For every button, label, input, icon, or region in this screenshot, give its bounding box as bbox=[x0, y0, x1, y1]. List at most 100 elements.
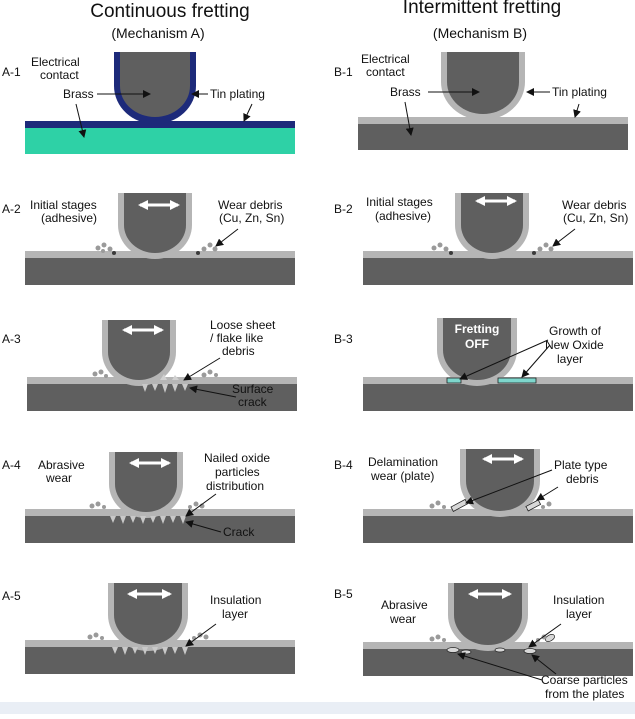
stage-b3: Fretting OFF B-3 Growth of New Oxide lay… bbox=[334, 318, 633, 411]
surface-cracks bbox=[142, 384, 188, 393]
stage-a2: A-2 Initial stages (adhesive) Wear debri… bbox=[2, 193, 295, 285]
plate-type-label: Plate type bbox=[554, 458, 608, 472]
contact-cap bbox=[114, 583, 182, 645]
tin-down-arrow bbox=[573, 103, 581, 118]
contact-cap bbox=[115, 452, 177, 512]
debris-arrow bbox=[215, 228, 239, 247]
crack-label: crack bbox=[238, 395, 268, 409]
brass-down-arrow bbox=[75, 103, 87, 138]
substrate bbox=[25, 646, 295, 674]
crack-label: Crack bbox=[223, 525, 255, 539]
substrate bbox=[25, 257, 295, 285]
off-label: OFF bbox=[465, 337, 489, 351]
left-column-title: Continuous fretting bbox=[90, 1, 250, 22]
substrate bbox=[27, 383, 297, 411]
contact-cap bbox=[447, 52, 519, 114]
layer-label: layer bbox=[566, 607, 592, 621]
substrate bbox=[358, 123, 628, 150]
insulation-label: Insulation bbox=[210, 593, 261, 607]
tin-plating-label: Tin plating bbox=[552, 85, 607, 99]
contact-cap bbox=[124, 193, 186, 253]
stage-id: B-2 bbox=[334, 202, 353, 216]
initial-stages-label: Initial stages bbox=[366, 195, 433, 209]
substrate bbox=[25, 515, 295, 543]
crack-arrow bbox=[185, 520, 222, 533]
contact-cap bbox=[108, 320, 170, 380]
stage-a3: A-3 Loose sheet / flake like debris Surf… bbox=[2, 318, 297, 411]
contact-label: contact bbox=[366, 65, 405, 79]
substrate bbox=[363, 383, 633, 411]
electrical-label: Electrical bbox=[361, 52, 410, 66]
substrate bbox=[363, 515, 633, 543]
stage-b5: B-5 Abrasive wear Insulation layer Coars… bbox=[334, 583, 633, 701]
wear-debris-left bbox=[95, 242, 116, 255]
crack-arrow bbox=[189, 385, 237, 398]
debris-arrow bbox=[552, 228, 576, 247]
fretting-label: Fretting bbox=[455, 322, 500, 336]
left-column-subtitle: (Mechanism A) bbox=[111, 25, 204, 41]
plate-debris-right bbox=[525, 499, 542, 512]
coarse-arrow-right bbox=[531, 654, 557, 675]
stage-id: A-1 bbox=[2, 65, 21, 79]
contact-cap bbox=[466, 449, 534, 511]
stage-id: A-2 bbox=[2, 202, 21, 216]
abrasive-label: Abrasive bbox=[38, 458, 85, 472]
contact-cap bbox=[443, 318, 511, 380]
loose-sheet-arrow bbox=[183, 357, 221, 381]
tin-down-arrow bbox=[243, 103, 253, 122]
elements-label: (Cu, Zn, Sn) bbox=[563, 211, 628, 225]
distribution-label: distribution bbox=[206, 479, 264, 493]
surface-label: Surface bbox=[232, 382, 274, 396]
elements-label: (Cu, Zn, Sn) bbox=[219, 211, 284, 225]
stage-id: A-5 bbox=[2, 589, 21, 603]
stage-id: B-4 bbox=[334, 458, 353, 472]
insulation-arrow bbox=[528, 623, 562, 648]
brass-label: Brass bbox=[390, 85, 421, 99]
coarse-particles bbox=[446, 634, 555, 655]
wear-label: wear bbox=[389, 612, 416, 626]
wear-plate-label: wear (plate) bbox=[370, 469, 434, 483]
plate-arrow-right bbox=[536, 486, 559, 501]
debris-label: debris bbox=[222, 344, 255, 358]
wear-debris-label: Wear debris bbox=[562, 198, 626, 212]
stage-id: A-3 bbox=[2, 332, 21, 346]
coarse-particles-label: Coarse particles bbox=[541, 673, 628, 687]
coarse-arrow-left bbox=[457, 652, 543, 681]
stage-b1: B-1 Electrical contact Brass Tin plating bbox=[334, 52, 628, 150]
insulation-particles bbox=[112, 647, 188, 655]
insulation-label: Insulation bbox=[553, 593, 604, 607]
adhesive-label: (adhesive) bbox=[375, 209, 431, 223]
from-plates-label: from the plates bbox=[545, 687, 624, 701]
loose-sheet-label: Loose sheet bbox=[210, 318, 276, 332]
particles-label: particles bbox=[215, 465, 260, 479]
wear-label: wear bbox=[45, 471, 72, 485]
contact-cap bbox=[461, 193, 523, 253]
nailed-oxide-particles bbox=[110, 516, 186, 524]
right-column-title: Intermittent fretting bbox=[403, 0, 561, 18]
initial-stages-label: Initial stages bbox=[30, 198, 97, 212]
growth-arrow-right bbox=[521, 344, 551, 378]
stage-a1: A-1 Electrical contact Brass Tin plating bbox=[2, 52, 295, 154]
delamination-label: Delamination bbox=[368, 455, 438, 469]
contact-cap bbox=[454, 583, 522, 645]
insulation-arrow bbox=[185, 623, 217, 647]
wear-debris-right bbox=[532, 242, 554, 255]
electrical-label: Electrical bbox=[31, 55, 80, 69]
substrate bbox=[363, 257, 633, 285]
growth-arrow-left bbox=[459, 339, 549, 380]
layer-label: layer bbox=[557, 352, 583, 366]
stage-id: B-3 bbox=[334, 332, 353, 346]
nailed-oxide-label: Nailed oxide bbox=[204, 451, 270, 465]
bottom-strip bbox=[0, 702, 635, 714]
new-oxide-label: New Oxide bbox=[545, 338, 604, 352]
growth-label: Growth of bbox=[549, 324, 602, 338]
stage-id: A-4 bbox=[2, 458, 21, 472]
oxide-layer-right bbox=[497, 377, 537, 384]
stage-id: B-5 bbox=[334, 587, 353, 601]
wear-debris-label: Wear debris bbox=[218, 198, 282, 212]
nailed-arrow bbox=[185, 493, 217, 517]
contact-label: contact bbox=[40, 68, 79, 82]
debris-label: debris bbox=[566, 472, 599, 486]
wear-debris-right bbox=[196, 242, 218, 255]
